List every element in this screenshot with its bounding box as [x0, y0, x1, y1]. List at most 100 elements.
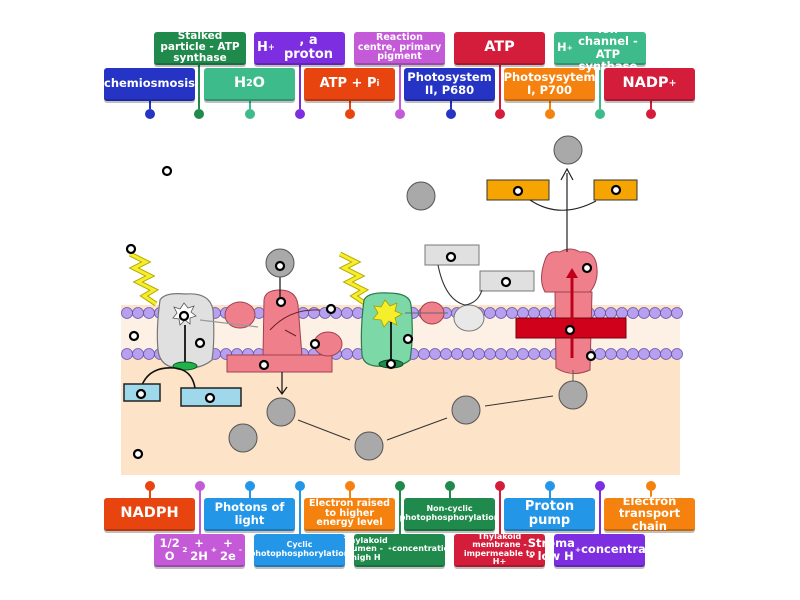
label-connector [549, 101, 551, 109]
drop-zone-marker[interactable] [585, 350, 597, 362]
label-anchor-dot [646, 481, 656, 491]
arrowhead-icon [276, 386, 288, 396]
label-thylakoid-lumen[interactable]: Thylakoid lumen - high H+ concentration [344, 534, 455, 567]
label-connector [499, 65, 501, 109]
label-stalked-particle[interactable]: Stalked particle - ATP synthase [154, 30, 246, 65]
label-photosystem-ii[interactable]: Photosystem II, P680 [404, 68, 495, 101]
label-nadp[interactable]: NADP+ [604, 68, 695, 101]
carrier-grey [266, 397, 296, 427]
drop-zone-marker[interactable] [135, 388, 147, 400]
label-reaction-centre[interactable]: Reaction centre, primary pigment [354, 32, 445, 65]
label-thylakoid-membrane[interactable]: Thylakoid membrane - impermeable to H+ [454, 532, 545, 567]
label-connector [149, 101, 151, 109]
phospholipid-head [660, 348, 672, 360]
photosystem-i-shape [360, 292, 413, 367]
label-photons[interactable]: Photons of light [204, 498, 295, 531]
phospholipid-head [484, 307, 496, 319]
label-connector [299, 486, 301, 534]
label-proton-pump[interactable]: Proton pump [504, 498, 595, 531]
label-etc[interactable]: Electron transport chain [604, 495, 695, 532]
flow-arrow [386, 417, 448, 441]
label-connector [249, 101, 251, 109]
label-chemiosmosis[interactable]: chemiosmosis [104, 68, 195, 101]
phospholipid-head [539, 307, 551, 319]
label-anchor-dot [195, 481, 205, 491]
drop-zone-marker[interactable] [500, 276, 512, 288]
drop-zone-marker[interactable] [125, 243, 137, 255]
drop-zone-marker[interactable] [128, 330, 140, 342]
phospholipid-head [121, 348, 133, 360]
phospholipid-head [605, 307, 617, 319]
phospholipid-head [627, 348, 639, 360]
label-connector [650, 101, 652, 109]
drop-zone-marker[interactable] [402, 333, 414, 345]
label-anchor-dot [194, 109, 204, 119]
label-stroma[interactable]: Stroma - low H+ concentration [528, 534, 671, 567]
nadp-reductase [453, 304, 485, 332]
light-bolt-icon [129, 252, 158, 306]
drop-zone-marker[interactable] [161, 165, 173, 177]
drop-zone-marker[interactable] [325, 303, 337, 315]
label-anchor-dot [345, 109, 355, 119]
label-electron-raised[interactable]: Electron raised to higher energy level [304, 498, 395, 531]
label-connector [349, 486, 351, 498]
phospholipid-head [616, 348, 628, 360]
phospholipid-head [638, 307, 650, 319]
atp-formation-arrow [529, 199, 597, 211]
label-nadph[interactable]: NADPH [104, 498, 195, 531]
phospholipid-head [605, 348, 617, 360]
phospholipid-head [473, 348, 485, 360]
drop-zone-marker[interactable] [445, 251, 457, 263]
drop-zone-marker[interactable] [275, 296, 287, 308]
phospholipid-head [132, 348, 144, 360]
drop-zone-marker[interactable] [274, 260, 286, 272]
phospholipid-head [627, 307, 639, 319]
label-connector [650, 486, 652, 498]
phospholipid-head [539, 348, 551, 360]
label-photosystem-i[interactable]: Photosysytem I, P700 [504, 68, 595, 101]
drop-zone-marker[interactable] [512, 185, 524, 197]
label-cyclic[interactable]: Cyclic photophosphorylation [250, 534, 349, 567]
label-anchor-dot [545, 481, 555, 491]
label-h-ion-channel[interactable]: H+ ion channel - ATP synthase [554, 23, 646, 72]
phospholipid-head [506, 348, 518, 360]
drop-zone-marker[interactable] [581, 262, 593, 274]
phospholipid-head [308, 307, 320, 319]
phospholipid-head [671, 307, 683, 319]
phospholipid-head [495, 307, 507, 319]
phospholipid-head [341, 307, 353, 319]
phospholipid-head [517, 348, 529, 360]
label-connector [249, 486, 251, 498]
cytochrome-base [226, 354, 333, 373]
phospholipid-head [594, 307, 606, 319]
label-connector [450, 101, 452, 109]
drop-zone-marker[interactable] [564, 324, 576, 336]
label-non-cyclic[interactable]: Non-cyclic photophosphorylation [400, 498, 499, 531]
label-anchor-dot [595, 109, 605, 119]
label-anchor-dot [446, 109, 456, 119]
label-atp[interactable]: ATP [454, 32, 545, 65]
drop-zone-marker[interactable] [204, 392, 216, 404]
phospholipid-head [440, 348, 452, 360]
phospholipid-head [462, 348, 474, 360]
drop-zone-marker[interactable] [258, 359, 270, 371]
phospholipid-head [429, 348, 441, 360]
label-connector [599, 486, 601, 534]
drop-zone-marker[interactable] [132, 448, 144, 460]
label-anchor-dot [245, 109, 255, 119]
drop-zone-marker[interactable] [610, 184, 622, 196]
drop-zone-marker[interactable] [309, 338, 321, 350]
drop-zone-marker[interactable] [178, 310, 190, 322]
psii-to-cyt-arrow [199, 319, 259, 328]
drop-zone-marker[interactable] [194, 337, 206, 349]
drop-zone-marker[interactable] [385, 358, 397, 370]
phospholipid-head [660, 307, 672, 319]
arrowhead-icon [566, 268, 578, 278]
label-anchor-dot [295, 481, 305, 491]
cytochrome-complex [262, 289, 303, 357]
label-h-proton[interactable]: H+, a proton [254, 32, 345, 65]
label-connector [599, 65, 601, 109]
